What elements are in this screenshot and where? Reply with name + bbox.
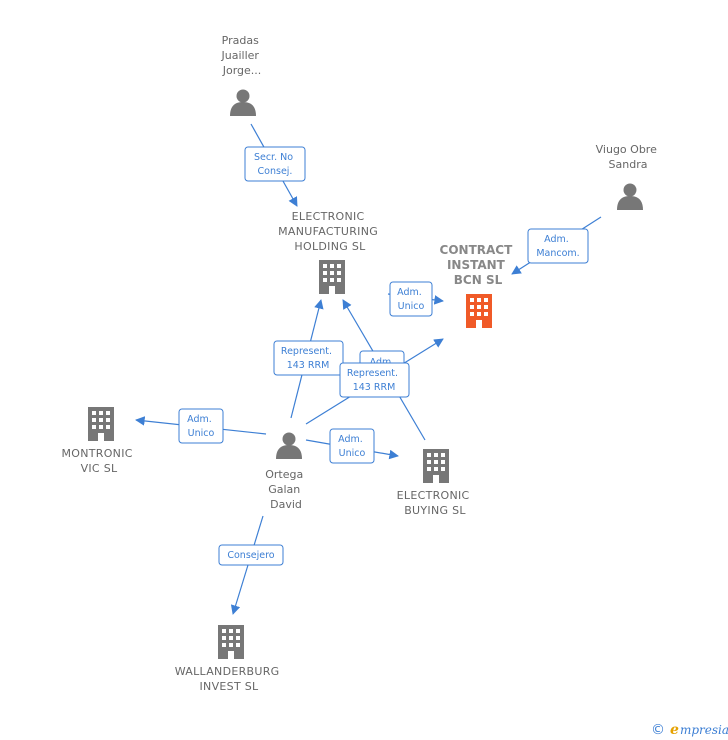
node-label-line: Ortega — [265, 468, 303, 481]
brand-watermark[interactable]: © e mpresia — [651, 722, 728, 738]
building-icon — [466, 294, 492, 328]
relation-label-box — [244, 146, 306, 182]
building-icon — [218, 625, 244, 659]
company-node-wallanderburg[interactable]: WALLANDERBURG INVEST SL — [175, 625, 284, 693]
building-icon — [423, 449, 449, 483]
node-label-line: Sandra — [609, 158, 648, 171]
svg-text:ELECTRONIC BUYING SL: ELECTRONIC BUYING SL — [397, 489, 474, 517]
svg-text:Adm. Mancom.: Adm. Mancom. — [536, 234, 579, 259]
relation-text: Adm. — [397, 287, 422, 298]
node-label-line: ELECTRONIC — [292, 210, 365, 223]
brand-name: mpresia — [680, 723, 728, 737]
company-node-montronic[interactable]: MONTRONIC VIC SL — [61, 407, 136, 475]
relation-text: 143 RRM — [287, 360, 330, 371]
svg-text:Pradas Juailler Jo: Pradas Juailler Jorge... — [221, 34, 263, 77]
relation-text: Adm. — [187, 414, 212, 425]
relation-text: Adm. — [544, 234, 569, 245]
relation-label-box — [218, 544, 284, 566]
node-label-line: MONTRONIC — [61, 447, 132, 460]
svg-text:MONTRONIC VIC SL: MONTRONIC VIC SL — [61, 447, 136, 475]
node-label-line: HOLDING SL — [294, 240, 366, 253]
relation-label-ortega-wallanderburg[interactable]: Consejero — [218, 544, 284, 566]
svg-text:Viugo Obre Sandra: Viugo Obre Sandra — [596, 143, 661, 171]
svg-text:Adm. Unico: Adm. Unico — [187, 414, 215, 439]
relation-text: Unico — [398, 301, 425, 312]
relation-label-emh-contract[interactable]: Adm. Unico — [389, 281, 433, 317]
node-label-line: BUYING SL — [404, 504, 466, 517]
node-label-line: INSTANT — [447, 258, 506, 272]
person-icon — [276, 432, 302, 459]
building-icon — [88, 407, 114, 441]
brand-initial: e — [670, 722, 679, 738]
relation-label-box — [329, 428, 375, 464]
person-icon — [617, 183, 643, 210]
relation-label-box — [178, 408, 224, 444]
svg-text:Ortega Galan David: Ortega Galan David — [265, 468, 306, 511]
svg-text:Adm. Unico: Adm. Unico — [397, 287, 425, 312]
relation-text: 143 RRM — [353, 382, 396, 393]
node-label-line: Viugo Obre — [596, 143, 657, 156]
node-label-line: David — [270, 498, 302, 511]
node-label-line: CONTRACT — [440, 243, 514, 257]
node-label-line: BCN SL — [454, 273, 503, 287]
svg-text:Represent. 143 RRM: Represent. 143 RRM — [281, 346, 335, 371]
company-node-ebuying[interactable]: ELECTRONIC BUYING SL — [397, 449, 474, 517]
relation-label-ebuying-emh[interactable]: Represent. 143 RRM — [339, 362, 410, 398]
node-label-line: WALLANDERBURG — [175, 665, 280, 678]
relation-text: Consej. — [258, 166, 293, 177]
relation-text: Represent. — [281, 346, 332, 357]
relation-label-pradas-emh[interactable]: Secr. No Consej. — [244, 146, 306, 182]
node-label-line: Jorge... — [222, 64, 262, 77]
node-label-line: MANUFACTURING — [278, 225, 378, 238]
person-node-viugo[interactable]: Viugo Obre Sandra — [596, 143, 661, 210]
relation-text: Mancom. — [536, 248, 579, 259]
company-node-emh[interactable]: ELECTRONIC MANUFACTURING HOLDING SL — [278, 210, 382, 294]
company-node-contract[interactable]: CONTRACT INSTANT BCN SL — [440, 243, 517, 328]
relation-label-ortega-emh[interactable]: Represent. 143 RRM — [273, 340, 344, 376]
relation-label-ortega-montronic[interactable]: Adm. Unico — [178, 408, 224, 444]
relation-text: Secr. No — [254, 152, 293, 163]
relation-label-box — [389, 281, 433, 317]
svg-text:Represent. 143 RRM: Represent. 143 RRM — [347, 368, 401, 393]
node-label-line: INVEST SL — [200, 680, 260, 693]
node-label-line: Juailler — [221, 49, 260, 62]
relation-text: Consejero — [227, 550, 274, 561]
node-label-line: VIC SL — [81, 462, 118, 475]
relation-label-viugo-contract[interactable]: Adm. Mancom. — [527, 228, 589, 264]
relation-label-box — [273, 340, 344, 376]
svg-text:WALLANDERBURG INVEST SL: WALLANDERBURG INVEST SL — [175, 665, 284, 693]
copyright-icon: © — [651, 722, 665, 738]
node-label-line: Pradas — [222, 34, 259, 47]
node-label-line: Galan — [268, 483, 300, 496]
svg-text:ELECTRONIC MANUFACTURING: ELECTRONIC MANUFACTURING HOLDING SL — [278, 210, 382, 253]
relation-text: Unico — [188, 428, 215, 439]
person-icon — [230, 89, 256, 116]
person-node-ortega[interactable]: Ortega Galan David — [265, 432, 306, 512]
svg-text:CONTRACT INSTANT B: CONTRACT INSTANT BCN SL — [440, 243, 517, 287]
relation-label-ortega-ebuying[interactable]: Adm. Unico — [329, 428, 375, 464]
svg-text:Secr. No Consej.: Secr. No Consej. — [254, 152, 296, 177]
node-label-line: ELECTRONIC — [397, 489, 470, 502]
person-node-pradas[interactable]: Pradas Juailler Jorge... — [221, 34, 263, 116]
relation-label-box — [339, 362, 410, 398]
relation-label-box — [527, 228, 589, 264]
relation-text: Represent. — [347, 368, 398, 379]
building-icon — [319, 260, 345, 294]
svg-text:Adm. Unico: Adm. Unico — [338, 434, 366, 459]
relation-text: Adm. — [338, 434, 363, 445]
relation-text: Unico — [339, 448, 366, 459]
